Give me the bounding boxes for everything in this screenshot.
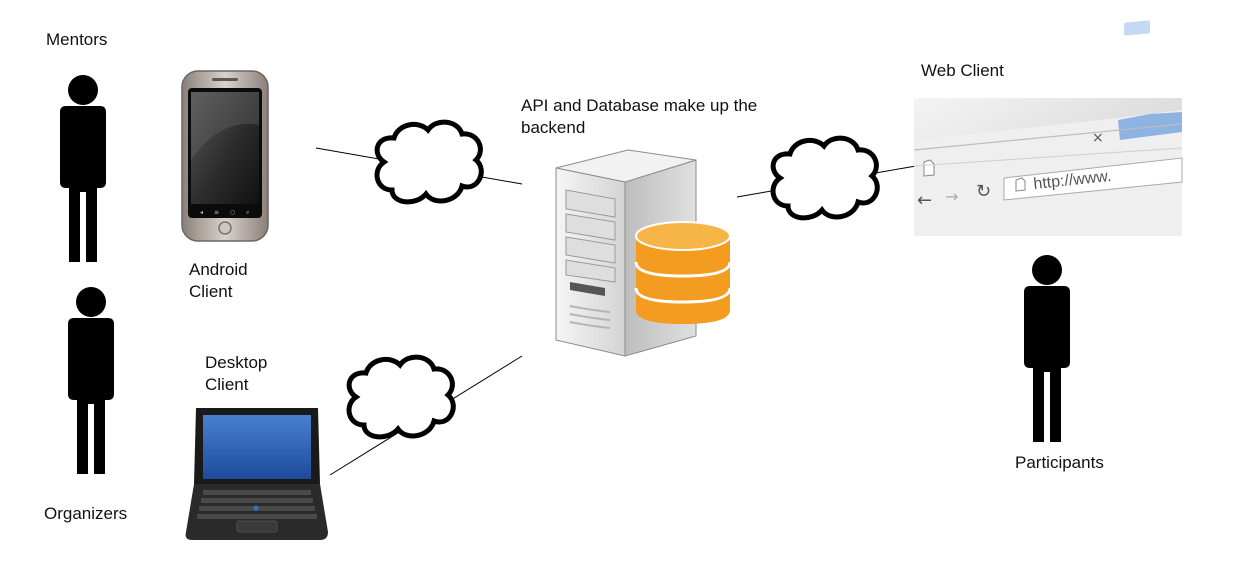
backend-label-line2: backend bbox=[521, 118, 586, 137]
android-client-label: Android Client bbox=[189, 259, 248, 303]
mentors-label: Mentors bbox=[46, 30, 108, 49]
participants-label: Participants bbox=[1015, 453, 1104, 472]
cloud-icon bbox=[377, 122, 481, 202]
backend-label: API and Database make up the backend bbox=[521, 95, 757, 139]
svg-text:◂: ◂ bbox=[200, 209, 203, 216]
web-browser-icon: × ← → ↻ http://www. bbox=[913, 20, 1183, 236]
desktop-client-label: Desktop Client bbox=[205, 352, 267, 396]
web-client-label: Web Client bbox=[921, 61, 1004, 80]
forward-arrow-icon: → bbox=[945, 187, 958, 206]
database-icon bbox=[634, 221, 732, 324]
mentor-person-icon bbox=[60, 75, 106, 262]
organizer-person-icon bbox=[68, 287, 114, 474]
backend-label-line1: API and Database make up the bbox=[521, 96, 758, 115]
cloud-icon bbox=[349, 357, 453, 437]
android-client-label-line1: Android bbox=[189, 260, 248, 279]
desktop-client-label-line2: Client bbox=[205, 375, 249, 394]
android-phone-icon: ◂ ≡ ○ ⌕ bbox=[181, 70, 269, 242]
reload-icon: ↻ bbox=[976, 181, 991, 202]
participant-person-icon bbox=[1024, 255, 1070, 442]
desktop-client-label-line1: Desktop bbox=[205, 353, 268, 372]
svg-text:⌕: ⌕ bbox=[246, 209, 249, 216]
organizers-label: Organizers bbox=[44, 504, 128, 523]
svg-text:○: ○ bbox=[230, 209, 235, 216]
laptop-icon bbox=[185, 408, 328, 540]
android-client-label-line2: Client bbox=[189, 282, 233, 301]
back-arrow-icon: ← bbox=[917, 190, 932, 211]
tab-close-icon: × bbox=[1092, 130, 1104, 146]
cloud-icon bbox=[773, 138, 877, 218]
svg-text:≡: ≡ bbox=[214, 209, 219, 216]
